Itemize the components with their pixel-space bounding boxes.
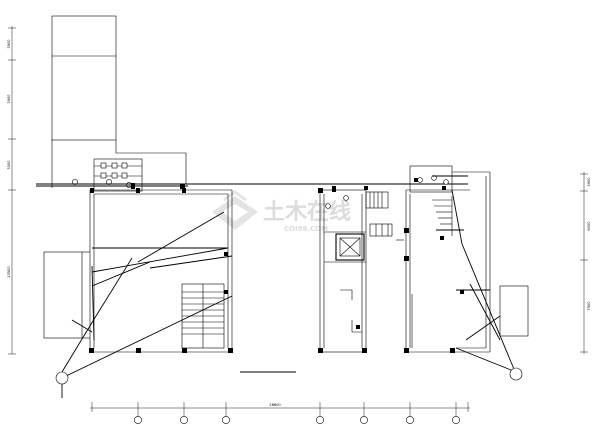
right-riser-circle	[509, 367, 523, 381]
left-riser-circle	[55, 371, 69, 385]
dim-right-middle: 6000	[587, 221, 591, 231]
watermark-name: 土木在线	[263, 199, 351, 225]
bottom-dimension-line: 28600	[90, 402, 470, 424]
right-diagonal-piping	[432, 175, 517, 375]
elevator-icon	[335, 233, 365, 261]
watermark-site: COI88.COM	[284, 225, 328, 233]
right-stair	[325, 175, 453, 236]
top-left-block	[51, 15, 187, 188]
center-building	[318, 186, 368, 353]
left-diagonal-piping	[61, 211, 233, 398]
left-stair	[181, 283, 225, 349]
right-building	[404, 165, 491, 353]
pump-valve-group	[72, 158, 143, 192]
axis-bubbles	[134, 402, 460, 424]
main-pipe	[36, 183, 468, 187]
right-dimension-line: 3900 6000 7500	[580, 172, 591, 354]
left-building	[89, 188, 233, 353]
dim-left-middle: 3900	[7, 94, 11, 104]
left-dimension-line: 3900 3900 3000 13500	[7, 26, 16, 355]
center-stair	[365, 191, 393, 237]
left-external-box	[43, 251, 90, 339]
watermark-logo-icon	[212, 190, 258, 230]
dim-right-bottom: 7500	[587, 301, 591, 311]
misc-marks	[180, 184, 413, 348]
dim-right-top: 3900	[587, 177, 591, 187]
dim-bottom-total: 28600	[269, 403, 281, 407]
watermark: 土木在线 COI88.COM	[212, 190, 351, 233]
right-external-box	[499, 285, 529, 337]
dim-left-long: 13500	[7, 266, 11, 278]
dim-left-lower-short: 3000	[7, 160, 11, 170]
dim-left-upper: 3900	[7, 39, 11, 49]
